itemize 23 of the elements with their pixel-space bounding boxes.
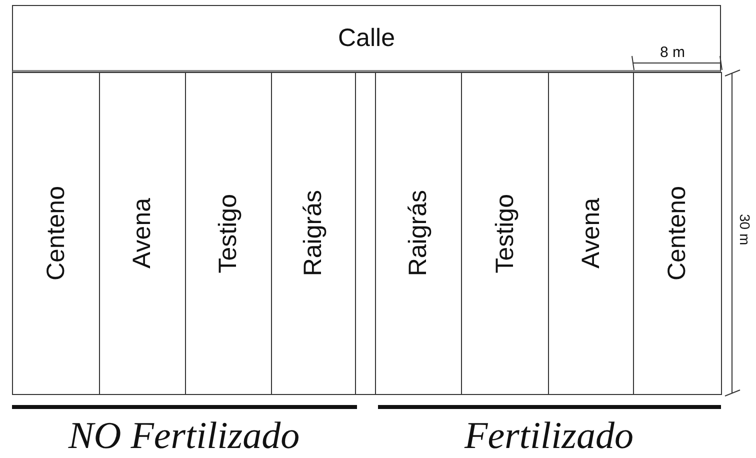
plot-strip (375, 72, 462, 395)
plot-strip (271, 72, 356, 395)
group-label: Fertilizado (464, 414, 634, 458)
plot-strip (633, 72, 722, 395)
plot-strip (99, 72, 186, 395)
plot-label: Avena (576, 198, 606, 269)
plot-label: Raigrás (404, 190, 433, 277)
plot-strip (12, 72, 100, 395)
dimension-label: 30 m (737, 214, 753, 246)
plot-label: Avena (128, 198, 157, 269)
border-strip (355, 72, 376, 395)
plot-label: Testigo (490, 194, 520, 274)
plot-strip (461, 72, 549, 395)
plot-strip (185, 72, 272, 395)
dimension-label: 8 m (660, 44, 686, 61)
group-label: NO Fertilizado (68, 414, 300, 458)
road-strip (12, 5, 721, 73)
plot-strip (548, 72, 634, 395)
plot-label: Raigrás (299, 190, 328, 277)
plot-label: Centeno (663, 186, 692, 281)
plot-label: Centeno (42, 186, 70, 281)
road-label: Calle (338, 24, 395, 52)
plot-label: Testigo (214, 194, 243, 274)
